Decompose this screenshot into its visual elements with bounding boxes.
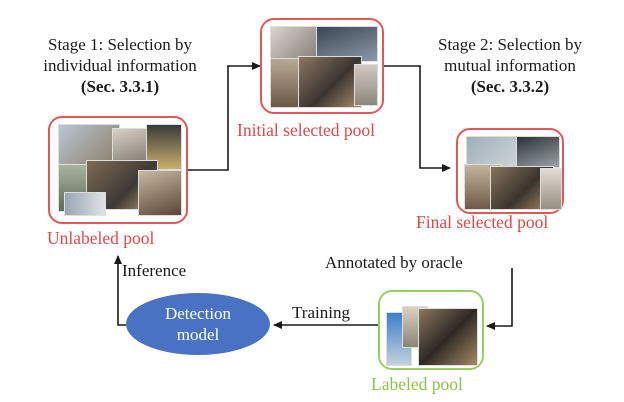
pool-image	[298, 56, 362, 108]
final-selected-pool-box	[456, 128, 564, 214]
stage1-ref: (Sec. 3.3.1)	[80, 77, 160, 96]
stage2-label: Stage 2: Selection by mutual information…	[410, 34, 610, 97]
arrow-final-to-labeled	[486, 268, 513, 330]
inference-label: Inference	[122, 261, 187, 280]
annotated-by-oracle-label: Annotated by oracle	[325, 253, 463, 272]
final-selected-pool-label: Final selected pool	[416, 212, 549, 232]
pool-image	[354, 64, 378, 106]
initial-selected-pool-box	[260, 18, 384, 114]
initial-selected-pool-label: Initial selected pool	[237, 120, 376, 140]
labeled-pool-label: Labeled pool	[371, 374, 463, 394]
unlabeled-pool-box	[48, 116, 188, 224]
pool-image	[138, 170, 182, 216]
arrow-unlabeled-to-initial	[188, 62, 261, 171]
stage2-line2: mutual information	[444, 56, 576, 75]
stage2-line1: Stage 2: Selection by	[437, 35, 582, 54]
stage2-ref: (Sec. 3.3.2)	[470, 77, 550, 96]
detection-model-node: Detection model	[126, 293, 270, 355]
detection-model-line1: Detection	[164, 304, 232, 323]
stage1-line2: individual information	[43, 56, 197, 75]
pool-image	[64, 192, 106, 216]
labeled-pool-box	[378, 290, 484, 370]
arrow-model-to-unlabeled	[114, 255, 126, 326]
pool-image	[418, 308, 478, 366]
training-label: Training	[292, 303, 350, 322]
pool-image	[540, 168, 562, 210]
stage1-label: Stage 1: Selection by individual informa…	[22, 34, 218, 97]
pool-image	[516, 136, 560, 168]
arrow-initial-to-final	[384, 65, 451, 172]
unlabeled-pool-label: Unlabeled pool	[47, 228, 155, 248]
detection-model-line2: model	[176, 325, 220, 344]
stage1-line1: Stage 1: Selection by	[47, 35, 192, 54]
